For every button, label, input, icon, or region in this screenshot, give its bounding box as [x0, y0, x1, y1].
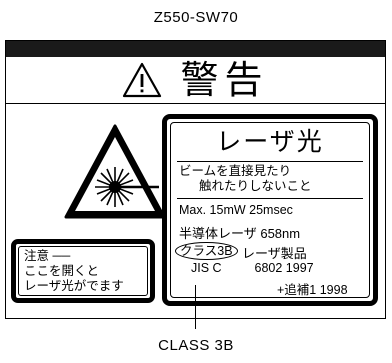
laser-title: レーザ光 — [216, 128, 324, 156]
class-badge: クラス3B — [175, 242, 238, 260]
caution-box-inner: 注意 ── ここを開くと レーザ光がでます — [18, 246, 148, 296]
caution-line-3: レーザ光がでます — [24, 279, 124, 293]
label-top-band — [6, 41, 385, 57]
warning-label: 警告 注意 ── ここを開くと レーザ光がでます レーザ光 ビームを直接見 — [5, 40, 386, 319]
laser-info-box: レーザ光 ビームを直接見たり 触れたりしないこと Max. 15mW 25mse… — [162, 114, 378, 306]
header-divider — [6, 103, 385, 104]
caution-line-1: 注意 ── — [24, 249, 71, 263]
caution-box: 注意 ── ここを開くと レーザ光がでます — [11, 239, 155, 303]
warning-word: 警告 — [180, 58, 269, 102]
power-spec: Max. 15mW 25msec — [179, 203, 293, 217]
laser-info-inner: レーザ光 ビームを直接見たり 触れたりしないこと Max. 15mW 25mse… — [170, 122, 370, 298]
spec-rule — [177, 198, 363, 199]
beam-warning-line-1: ビームを直接見たり — [179, 164, 292, 178]
warning-header: 警告 — [6, 57, 385, 103]
class-product-label: レーザ製品 — [242, 246, 307, 261]
standard-name: JIS C — [191, 261, 222, 275]
model-number: Z550-SW70 — [153, 9, 239, 26]
amendment-line: +追補1 1998 — [277, 283, 348, 297]
laser-radiation-icon — [64, 124, 166, 219]
title-rule — [177, 161, 363, 162]
medium-spec: 半導体レーザ 658nm — [179, 226, 301, 241]
class-caption: CLASS 3B — [158, 337, 234, 354]
standard-line: JIS C 6802 1997 — [191, 261, 314, 275]
callout-leader-line — [195, 285, 196, 329]
standard-number: 6802 1997 — [254, 261, 314, 275]
exclamation-triangle-icon — [123, 62, 162, 98]
caution-line-2: ここを開くと — [24, 264, 100, 278]
beam-warning-line-2: 触れたりしないこと — [199, 179, 312, 193]
